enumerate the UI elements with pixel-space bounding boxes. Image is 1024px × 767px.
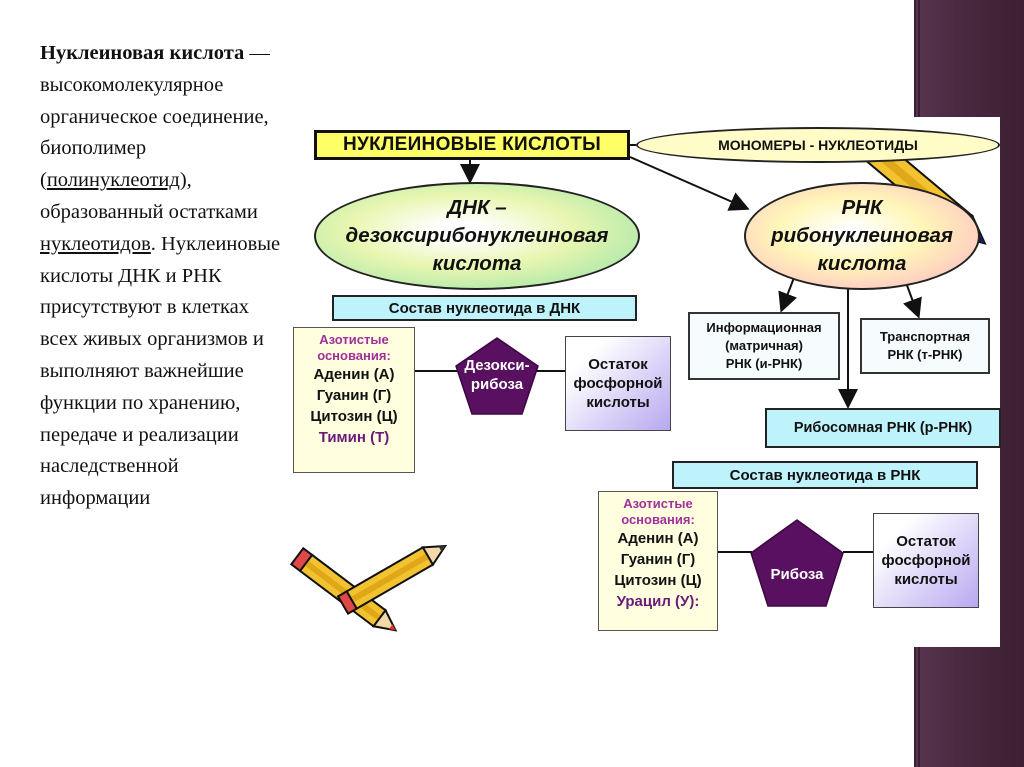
base-item: Аденин (А)	[313, 366, 395, 383]
base-item: Цитозин (Ц)	[614, 572, 702, 589]
arrow-to-rna	[629, 156, 750, 211]
monomers-ellipse: МОНОМЕРЫ - НУКЛЕОТИДЫ	[636, 127, 1000, 163]
ribose-pentagon	[750, 519, 844, 607]
base-item: Гуанин (Г)	[620, 551, 696, 568]
base-item: Цитозин (Ц)	[310, 408, 398, 425]
nucleic-acids-title: НУКЛЕИНОВЫЕ КИСЛОТЫ	[314, 130, 630, 160]
arrow-to-irna	[778, 274, 798, 313]
base-item: Гуанин (Г)	[316, 387, 392, 404]
pencils-icon	[289, 544, 448, 632]
polynucleotide-link[interactable]: полинуклеотид	[46, 169, 180, 192]
base-item: Урацил (У):	[616, 593, 700, 610]
phosphate-box-rna: Остаток фосфорной кислоты	[873, 513, 979, 608]
ribose-label: Рибоза	[770, 566, 824, 583]
nucleotide-link[interactable]: нуклеотидов	[40, 232, 151, 255]
definition-term: Нуклеиновая кислота	[40, 42, 245, 64]
rrna-box: Рибосомная РНК (р-РНК)	[765, 408, 1001, 448]
phosphate-box-dna: Остаток фосфорной кислоты	[565, 336, 671, 431]
dna-bases-box: Азотистые основания: Аденин (А) Гуанин (…	[293, 327, 415, 473]
base-item: Тимин (Т)	[318, 429, 390, 446]
definition-text: Нуклеиновая кислота — высокомолекулярное…	[40, 42, 281, 510]
rna-ellipse: РНК рибонуклеиновая кислота	[744, 182, 980, 290]
dna-composition-title: Состав нуклеотида в ДНК	[332, 295, 637, 321]
deoxyribose-pentagon	[455, 337, 539, 415]
deoxyribose-label: Дезокси- рибоза	[464, 357, 530, 393]
trna-box: Транспортная РНК (т-РНК)	[860, 318, 990, 374]
dna-ellipse: ДНК – дезоксирибонуклеиновая кислота	[314, 182, 640, 290]
rna-composition-title: Состав нуклеотида в РНК	[672, 461, 978, 489]
rna-bases-box: Азотистые основания: Аденин (А) Гуанин (…	[598, 491, 718, 631]
irna-box: Информационная (матричная) РНК (и-РНК)	[688, 312, 840, 380]
base-item: Аденин (А)	[617, 530, 699, 547]
